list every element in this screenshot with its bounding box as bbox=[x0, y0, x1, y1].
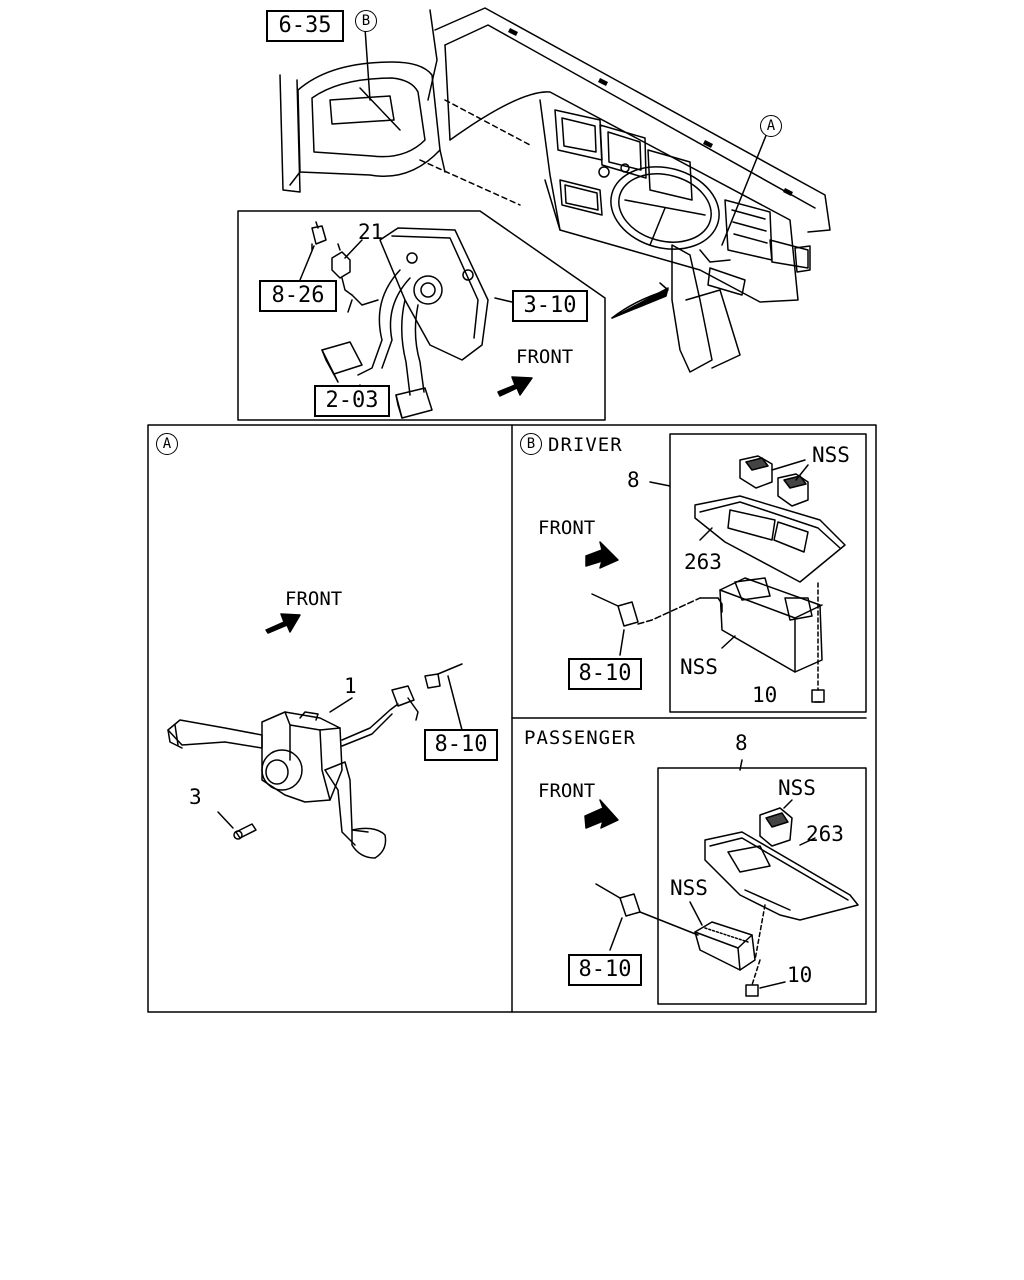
ref-box-8-10: 8-10 bbox=[424, 729, 498, 761]
pedal-assembly-drawing bbox=[299, 221, 513, 419]
driver-nss-top-label: NSS bbox=[812, 443, 850, 467]
driver-part-label-8: 8 bbox=[627, 468, 640, 492]
combination-switch-drawing bbox=[167, 613, 463, 859]
front-label: FRONT bbox=[516, 346, 574, 368]
part-label-3: 3 bbox=[189, 785, 202, 809]
driver-part-label-10: 10 bbox=[752, 683, 778, 707]
details-frame bbox=[147, 424, 877, 1013]
passenger-front-label: FRONT bbox=[538, 780, 596, 802]
callout-a-marker: A bbox=[760, 115, 782, 137]
driver-nss-bottom-label: NSS bbox=[680, 655, 718, 679]
pedal-inset-frame bbox=[237, 210, 606, 421]
passenger-nss-top-label: NSS bbox=[778, 776, 816, 800]
passenger-nss-bottom-label: NSS bbox=[670, 876, 708, 900]
ref-box-2-03: 2-03 bbox=[314, 385, 390, 417]
driver-front-label: FRONT bbox=[538, 517, 596, 539]
detail-a-front-label: FRONT bbox=[285, 588, 343, 610]
passenger-window-switch-drawing bbox=[584, 759, 859, 997]
driver-window-switch-drawing bbox=[585, 455, 846, 703]
detail-a-marker: A bbox=[156, 433, 178, 455]
passenger-ref-box-8-10: 8-10 bbox=[568, 954, 642, 986]
front-arrow-icon bbox=[265, 613, 301, 634]
passenger-sub-frame bbox=[657, 767, 867, 1005]
passenger-part-label-10: 10 bbox=[787, 963, 813, 987]
callout-b-marker: B bbox=[355, 10, 377, 32]
front-arrow-icon bbox=[584, 799, 619, 829]
passenger-part-label-263: 263 bbox=[806, 822, 844, 846]
driver-sub-frame bbox=[669, 433, 867, 713]
ref-box-8-26: 8-26 bbox=[259, 280, 337, 312]
passenger-heading: PASSENGER bbox=[524, 727, 636, 749]
ref-box-6-35: 6-35 bbox=[266, 10, 344, 42]
front-arrow-icon bbox=[497, 376, 533, 397]
part-label-1: 1 bbox=[344, 674, 357, 698]
driver-part-label-263: 263 bbox=[684, 550, 722, 574]
front-arrow-icon bbox=[585, 541, 619, 569]
cab-dashboard-drawing bbox=[279, 7, 831, 373]
passenger-part-label-8: 8 bbox=[735, 731, 748, 755]
driver-ref-box-8-10: 8-10 bbox=[568, 658, 642, 690]
part-label-21: 21 bbox=[358, 220, 384, 244]
driver-heading: DRIVER bbox=[548, 434, 623, 456]
detail-b-marker: B bbox=[520, 433, 542, 455]
ref-box-3-10: 3-10 bbox=[512, 290, 588, 322]
